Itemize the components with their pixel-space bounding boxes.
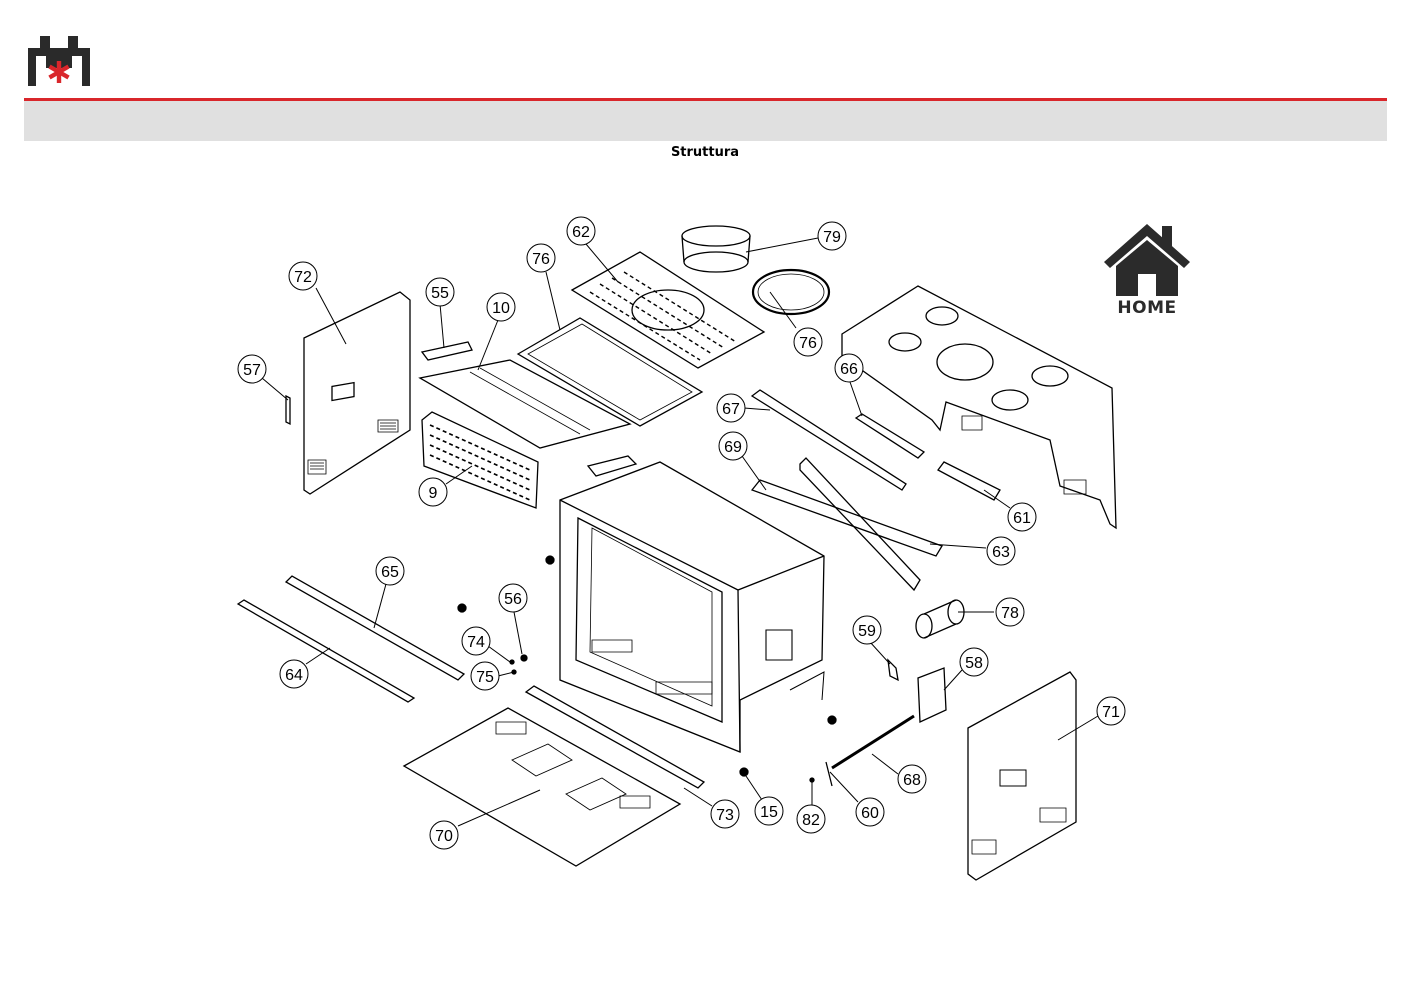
callout-70: 70 bbox=[429, 820, 459, 850]
svg-text:58: 58 bbox=[965, 655, 983, 672]
part-profile-small bbox=[586, 455, 638, 477]
callout-76-a: 76 bbox=[526, 243, 556, 273]
svg-text:75: 75 bbox=[476, 669, 494, 686]
part-collar-79 bbox=[681, 225, 751, 273]
callout-71: 71 bbox=[1096, 696, 1126, 726]
callout-65: 65 bbox=[375, 556, 405, 586]
callout-62: 62 bbox=[566, 216, 596, 246]
svg-text:71: 71 bbox=[1102, 704, 1120, 721]
header-band bbox=[24, 101, 1387, 141]
svg-text:66: 66 bbox=[840, 361, 858, 378]
svg-text:61: 61 bbox=[1013, 510, 1031, 527]
svg-text:56: 56 bbox=[504, 591, 522, 608]
callout-10: 10 bbox=[486, 292, 516, 322]
svg-text:64: 64 bbox=[285, 667, 303, 684]
part-foot-15 bbox=[739, 767, 749, 777]
svg-text:73: 73 bbox=[716, 807, 734, 824]
part-top-panel-62 bbox=[570, 251, 766, 369]
part-profile-66 bbox=[854, 413, 926, 459]
svg-text:63: 63 bbox=[992, 544, 1010, 561]
callout-9: 9 bbox=[418, 477, 448, 507]
svg-text:57: 57 bbox=[243, 362, 261, 379]
callout-67: 67 bbox=[716, 393, 746, 423]
part-side-panel-left bbox=[303, 291, 411, 495]
svg-text:67: 67 bbox=[722, 401, 740, 418]
part-rail-67 bbox=[750, 389, 907, 491]
svg-text:78: 78 bbox=[1001, 605, 1019, 622]
callout-68: 68 bbox=[897, 764, 927, 794]
svg-text:65: 65 bbox=[381, 564, 399, 581]
part-screw-56 bbox=[520, 654, 528, 662]
part-bracket-57 bbox=[285, 394, 291, 426]
svg-text:55: 55 bbox=[431, 285, 449, 302]
svg-text:74: 74 bbox=[467, 634, 485, 651]
svg-text:15: 15 bbox=[760, 804, 778, 821]
callout-66: 66 bbox=[834, 353, 864, 383]
svg-text:69: 69 bbox=[724, 439, 742, 456]
part-top-hood bbox=[841, 285, 1117, 530]
callout-61: 61 bbox=[1007, 502, 1037, 532]
callout-58: 58 bbox=[959, 647, 989, 677]
callout-56: 56 bbox=[498, 583, 528, 613]
svg-text:79: 79 bbox=[823, 229, 841, 246]
part-profile-61 bbox=[937, 461, 1001, 501]
svg-text:70: 70 bbox=[435, 828, 453, 845]
part-bottom-plate-70 bbox=[402, 707, 682, 867]
part-rail-73 bbox=[524, 685, 706, 789]
part-side-panel-right bbox=[967, 671, 1077, 881]
home-button[interactable]: HOME bbox=[1100, 218, 1194, 322]
callout-15: 15 bbox=[754, 796, 784, 826]
svg-text:9: 9 bbox=[429, 485, 438, 502]
callout-59: 59 bbox=[852, 615, 882, 645]
brand-logo bbox=[28, 36, 90, 86]
page-title: Struttura bbox=[670, 145, 740, 160]
header-rule bbox=[24, 98, 1387, 101]
part-clip-59 bbox=[887, 658, 899, 682]
part-bracket-58 bbox=[917, 667, 947, 723]
callout-78: 78 bbox=[995, 597, 1025, 627]
callout-73: 73 bbox=[710, 799, 740, 829]
svg-text:62: 62 bbox=[572, 224, 590, 241]
part-rail-63 bbox=[799, 457, 921, 592]
part-rail-64 bbox=[236, 599, 416, 703]
callout-72: 72 bbox=[288, 261, 318, 291]
svg-text:68: 68 bbox=[903, 772, 921, 789]
part-pin-60 bbox=[825, 761, 833, 787]
callout-69: 69 bbox=[718, 431, 748, 461]
callout-55: 55 bbox=[425, 277, 455, 307]
part-rail-65 bbox=[284, 575, 466, 681]
part-glass-frame-76 bbox=[516, 317, 704, 427]
callout-82: 82 bbox=[796, 804, 826, 834]
part-rail-69 bbox=[750, 479, 943, 557]
callout-75: 75 bbox=[470, 661, 500, 691]
callout-57: 57 bbox=[237, 354, 267, 384]
callout-74: 74 bbox=[461, 626, 491, 656]
svg-text:10: 10 bbox=[492, 300, 510, 317]
part-firebox bbox=[559, 461, 825, 753]
svg-text:59: 59 bbox=[858, 623, 876, 640]
part-grate-9 bbox=[421, 411, 539, 509]
part-rod-68 bbox=[831, 714, 915, 770]
callout-63: 63 bbox=[986, 536, 1016, 566]
part-gasket-76 bbox=[751, 268, 831, 316]
callout-76-b: 76 bbox=[793, 327, 823, 357]
part-tube-78 bbox=[915, 599, 965, 639]
svg-text:82: 82 bbox=[802, 812, 820, 829]
svg-text:60: 60 bbox=[861, 805, 879, 822]
part-profile-55 bbox=[420, 341, 473, 361]
callout-60: 60 bbox=[855, 797, 885, 827]
callout-64: 64 bbox=[279, 659, 309, 689]
house-icon bbox=[1104, 224, 1190, 296]
callout-79: 79 bbox=[817, 221, 847, 251]
svg-text:72: 72 bbox=[294, 269, 312, 286]
svg-text:76: 76 bbox=[532, 251, 550, 268]
svg-text:76: 76 bbox=[799, 335, 817, 352]
home-label: HOME bbox=[1117, 298, 1177, 318]
